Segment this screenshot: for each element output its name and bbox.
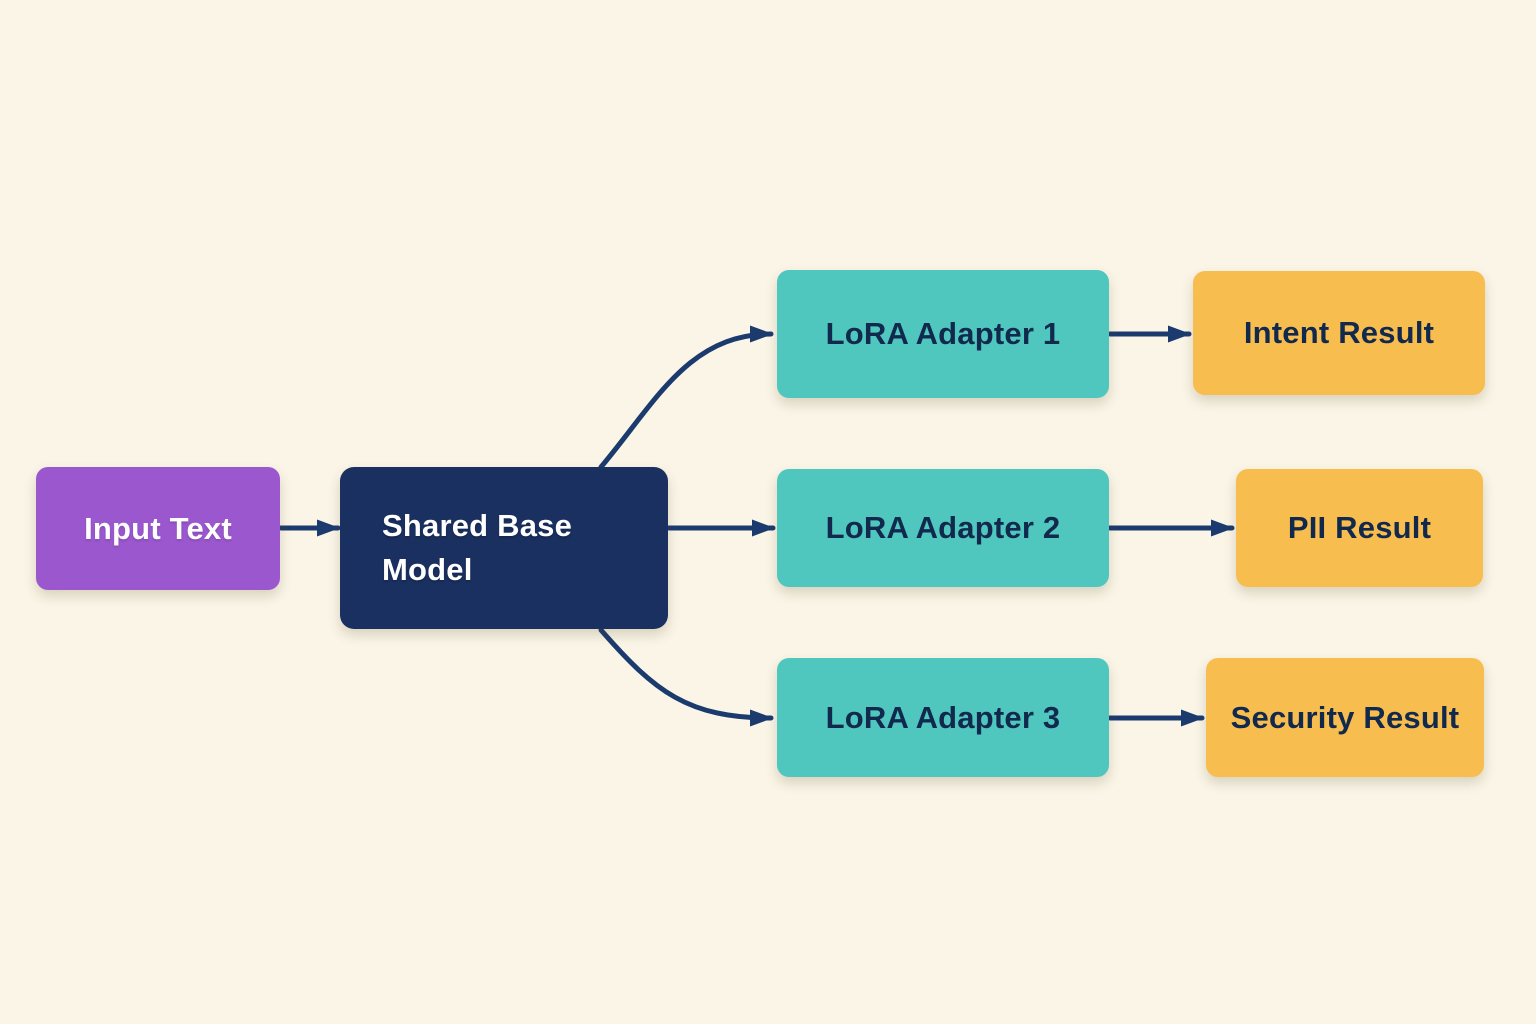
node-shared-base-model-label: Shared Base Model bbox=[382, 507, 573, 587]
node-lora-adapter-2: LoRA Adapter 2 bbox=[777, 469, 1109, 587]
node-intent-result-label: Intent Result bbox=[1243, 315, 1435, 350]
node-input-text-label: Input Text bbox=[84, 510, 232, 546]
node-input-text: Input Text bbox=[36, 467, 280, 590]
node-shared-base-model: Shared Base Model bbox=[340, 467, 668, 629]
node-pii-result: PII Result bbox=[1236, 469, 1483, 587]
node-lora-adapter-3-label: LoRA Adapter 3 bbox=[825, 699, 1061, 735]
node-lora-adapter-2-label: LoRA Adapter 2 bbox=[825, 510, 1061, 545]
node-intent-result: Intent Result bbox=[1193, 271, 1485, 395]
node-pii-result-label: PII Result bbox=[1287, 510, 1432, 545]
node-lora-adapter-1: LoRA Adapter 1 bbox=[777, 270, 1109, 398]
node-security-result-label: Security Result bbox=[1230, 699, 1460, 735]
node-security-result: Security Result bbox=[1206, 658, 1484, 777]
edge-base-to-adapter1 bbox=[598, 325, 774, 470]
node-lora-adapter-1-label: LoRA Adapter 1 bbox=[825, 316, 1061, 351]
node-lora-adapter-3: LoRA Adapter 3 bbox=[777, 658, 1109, 777]
edge-base-to-adapter3 bbox=[598, 627, 774, 727]
